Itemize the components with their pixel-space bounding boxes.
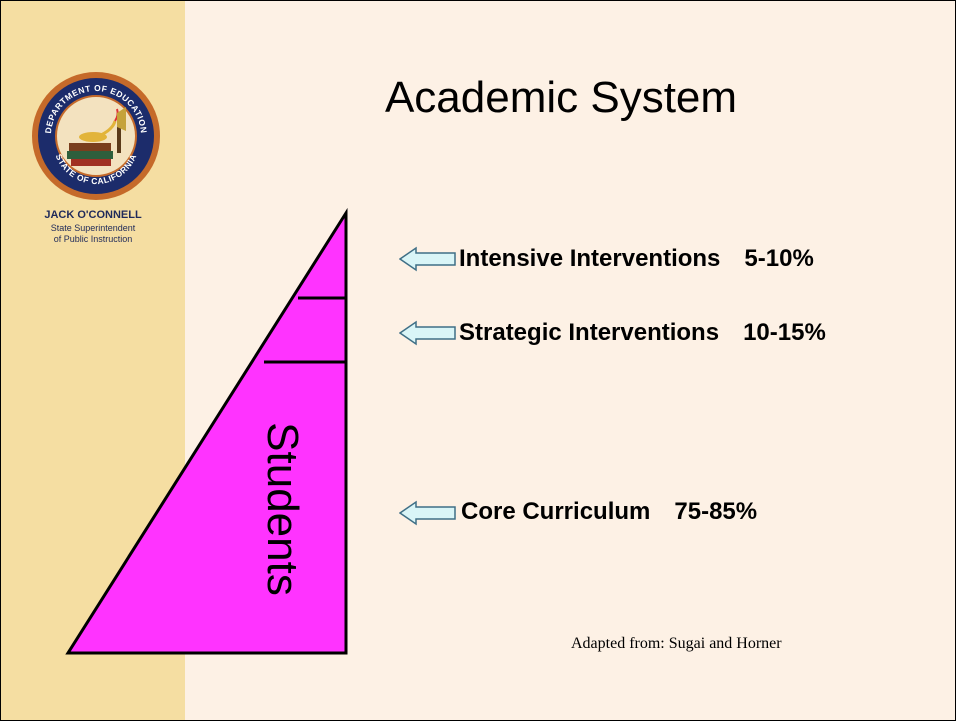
superintendent-name: JACK O'CONNELL (44, 209, 142, 221)
left-arrow-icon (399, 320, 456, 346)
sidebar: DEPARTMENT OF EDUCATION STATE OF CALIFOR… (1, 1, 185, 720)
left-arrow-icon (399, 500, 456, 526)
left-arrow-icon (399, 246, 456, 272)
students-label: Students (258, 422, 307, 596)
tier-core-percent: 75-85% (674, 498, 758, 525)
source-citation: Adapted from: Sugai and Horner (571, 635, 782, 652)
tier-core-label: Core Curriculum 75-85% (461, 498, 757, 526)
department-of-education-seal-icon: DEPARTMENT OF EDUCATION STATE OF CALIFOR… (32, 72, 160, 200)
tier-strategic-name: Strategic Interventions (459, 319, 720, 346)
students-triangle (65, 207, 348, 655)
tier-intensive-label: Intensive Interventions 5-10% (459, 245, 814, 273)
tier-intensive-name: Intensive Interventions (459, 245, 721, 272)
tier-intensive-percent: 5-10% (744, 245, 814, 272)
superintendent-title-line1: State Superintendent (50, 223, 136, 233)
tier-strategic-percent: 10-15% (743, 319, 826, 346)
superintendent-title-line2: of Public Instruction (53, 234, 133, 244)
tier-core-name: Core Curriculum (461, 498, 651, 525)
tier-strategic-label: Strategic Interventions 10-15% (459, 319, 826, 347)
slide-title: Academic System (384, 73, 738, 122)
